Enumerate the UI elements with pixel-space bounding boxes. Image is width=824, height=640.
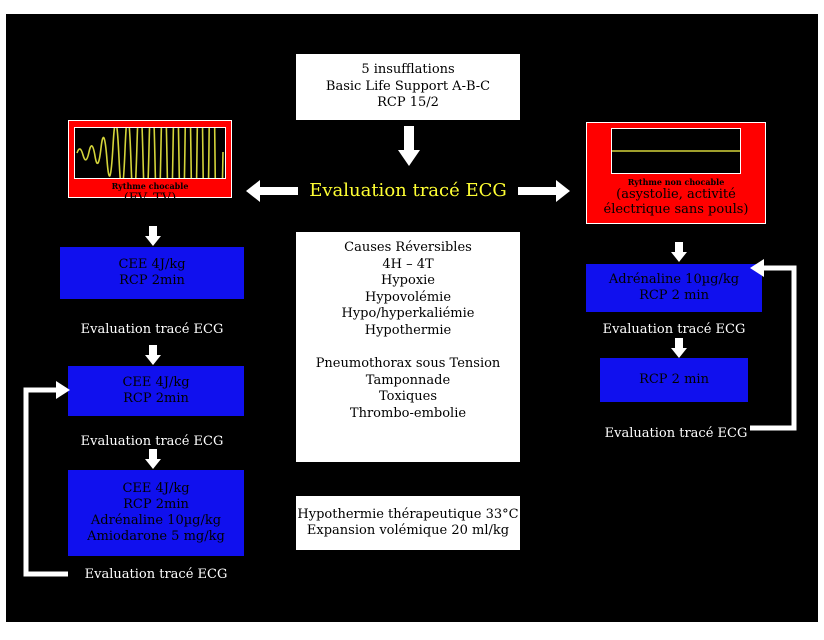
asystole-ecg-trace bbox=[611, 128, 741, 174]
left-step-line: RCP 2min bbox=[123, 497, 189, 512]
reversible-causes-box: Causes Réversibles 4H – 4T Hypoxie Hypov… bbox=[296, 232, 520, 462]
down-arrow-icon bbox=[671, 242, 687, 262]
left-step-line: CEE 4J/kg bbox=[118, 257, 186, 272]
causes-line: Causes Réversibles bbox=[344, 240, 472, 255]
loop-back-arrow-icon bbox=[750, 258, 798, 438]
causes-line: Pneumothorax sous Tension bbox=[315, 356, 501, 371]
flatline-icon bbox=[612, 150, 740, 152]
initial-steps-box: 5 insufflations Basic Life Support A-B-C… bbox=[296, 54, 520, 120]
ecg-evaluation-label: Evaluation tracé ECG bbox=[84, 567, 228, 582]
vf-ecg-trace bbox=[74, 15, 226, 293]
shockable-rhythm-title: Rythme chocable bbox=[111, 181, 189, 191]
causes-line: Tamponnade bbox=[365, 372, 451, 388]
non-shockable-rhythm-types: électrique sans pouls) bbox=[603, 202, 749, 217]
post-resuscitation-line: Hypothermie thérapeutique 33°C bbox=[297, 506, 519, 522]
ecg-evaluation-title: Evaluation tracé ECG bbox=[309, 180, 507, 201]
causes-line: Hypo/hyperkaliémie bbox=[341, 306, 475, 321]
right-step-line: RCP 2 min bbox=[639, 372, 709, 387]
causes-line: Hypovolémie bbox=[364, 289, 452, 305]
left-step-box: CEE 4J/kg RCP 2min bbox=[60, 247, 244, 299]
left-step-line: RCP 2min bbox=[123, 391, 189, 406]
causes-line: Toxiques bbox=[378, 389, 438, 404]
right-step-line: RCP 2 min bbox=[639, 288, 709, 303]
causes-line: 4H – 4T bbox=[382, 256, 434, 272]
causes-line: Hypoxie bbox=[380, 273, 435, 288]
causes-line: Thrombo-embolie bbox=[349, 405, 467, 421]
left-step-line: RCP 2min bbox=[119, 273, 185, 288]
right-step-box: RCP 2 min bbox=[600, 358, 748, 402]
left-step-line: CEE 4J/kg bbox=[122, 375, 190, 390]
ecg-evaluation-label: Evaluation tracé ECG bbox=[602, 322, 746, 337]
non-shockable-rhythm-title: Rythme non chocable bbox=[627, 177, 725, 187]
post-resuscitation-box: Hypothermie thérapeutique 33°C Expansion… bbox=[296, 496, 520, 550]
down-arrow-icon bbox=[671, 338, 687, 358]
right-step-box: Adrénaline 10µg/kg RCP 2 min bbox=[586, 264, 762, 312]
non-shockable-rhythm-types: (asystolie, activité bbox=[616, 187, 736, 202]
vf-waveform-icon bbox=[76, 15, 224, 293]
down-arrow-icon bbox=[145, 449, 161, 469]
slide: 5 insufflations Basic Life Support A-B-C… bbox=[6, 14, 818, 622]
ecg-evaluation-label: Evaluation tracé ECG bbox=[604, 426, 748, 441]
left-step-line: CEE 4J/kg bbox=[122, 481, 190, 496]
ecg-evaluation-label: Evaluation tracé ECG bbox=[80, 322, 224, 337]
shockable-rhythm-box: Rythme chocable (FV, TV) bbox=[68, 15, 232, 293]
left-step-box: CEE 4J/kg RCP 2min Adrénaline 10µg/kg Am… bbox=[68, 470, 244, 556]
right-step-line: Adrénaline 10µg/kg bbox=[608, 272, 740, 287]
ecg-evaluation-label: Evaluation tracé ECG bbox=[80, 434, 224, 449]
right-arrow-icon bbox=[518, 180, 570, 202]
down-arrow-icon bbox=[145, 226, 161, 246]
down-arrow-icon bbox=[398, 126, 420, 166]
initial-step-line: RCP 15/2 bbox=[377, 95, 439, 111]
left-arrow-icon bbox=[246, 180, 298, 202]
loop-back-arrow-icon bbox=[22, 378, 70, 582]
shockable-rhythm-types: (FV, TV) bbox=[123, 191, 177, 206]
post-resuscitation-line: Expansion volémique 20 ml/kg bbox=[306, 523, 510, 538]
left-step-line: Adrénaline 10µg/kg bbox=[90, 513, 222, 528]
initial-step-line: 5 insufflations bbox=[361, 62, 455, 78]
left-step-line: Amiodarone 5 mg/kg bbox=[87, 529, 225, 544]
initial-step-line: Basic Life Support A-B-C bbox=[325, 78, 491, 94]
down-arrow-icon bbox=[145, 345, 161, 365]
left-step-box: CEE 4J/kg RCP 2min bbox=[68, 366, 244, 416]
causes-line: Hypothermie bbox=[364, 322, 452, 338]
non-shockable-rhythm-box: Rythme non chocable (asystolie, activité… bbox=[586, 122, 766, 224]
